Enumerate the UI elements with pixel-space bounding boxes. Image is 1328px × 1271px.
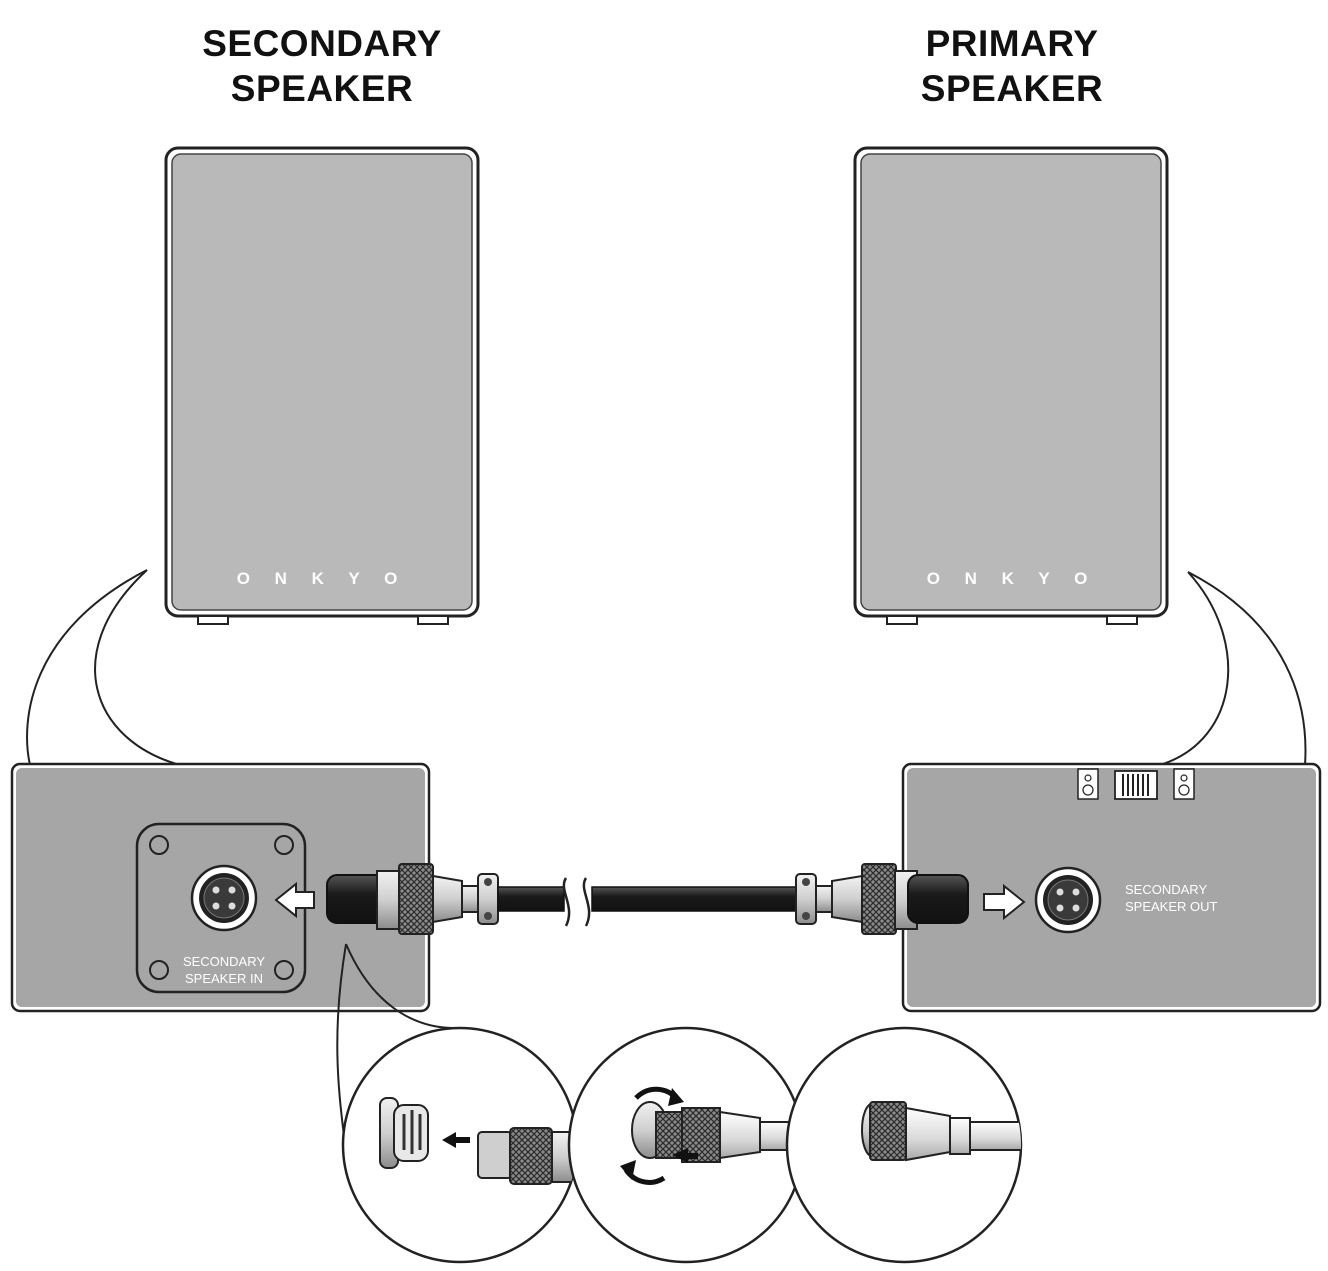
secondary-speaker-in-label-line2: SPEAKER IN: [185, 971, 263, 986]
callout-line-right: [1187, 571, 1307, 766]
detail-step-2: [567, 1026, 805, 1264]
speaker-cable: [326, 863, 969, 935]
detail-callout-line: [336, 943, 347, 1146]
secondary-speaker-out-label-line2: SPEAKER OUT: [1125, 899, 1218, 914]
secondary-speaker-heading: SECONDARY SPEAKER: [162, 21, 482, 111]
secondary-speaker-out-label-line1: SECONDARY: [1125, 882, 1207, 897]
callout-line-left-inner: [94, 569, 181, 766]
secondary-speaker-heading-line2: SPEAKER: [230, 68, 414, 109]
insert-arrow-icon-left: [274, 881, 315, 919]
callout-line-left: [26, 569, 148, 766]
rotate-arrows-icon: [620, 1086, 698, 1185]
insert-arrow-icon-right: [983, 883, 1026, 921]
secondary-speaker-heading-line1: SECONDARY: [202, 23, 442, 64]
detail-step-3: [785, 1026, 1023, 1264]
primary-speaker-logo: O N K Y O: [927, 569, 1098, 588]
secondary-speaker-out-connector-icon: [1034, 866, 1102, 934]
detail-callout-line-inner: [345, 943, 461, 1030]
insert-arrow-icon-detail: [442, 1132, 470, 1148]
primary-speaker: O N K Y O: [853, 146, 1169, 625]
secondary-speaker: O N K Y O: [164, 146, 480, 625]
secondary-speaker-in-label-line1: SECONDARY: [183, 954, 265, 969]
primary-speaker-heading: PRIMARY SPEAKER: [852, 21, 1172, 111]
detail-step-1: [341, 1026, 579, 1264]
secondary-speaker-back-panel: SECONDARY SPEAKER IN: [10, 762, 431, 1013]
primary-speaker-heading-line1: PRIMARY: [925, 23, 1099, 64]
secondary-speaker-in-connector-icon: [190, 864, 258, 932]
speaker-select-switch[interactable]: [1077, 768, 1195, 800]
secondary-speaker-logo: O N K Y O: [237, 569, 408, 588]
primary-speaker-back-panel: SECONDARY SPEAKER OUT: [901, 762, 1322, 1013]
callout-line-right-inner: [1159, 571, 1230, 766]
primary-speaker-heading-line2: SPEAKER: [920, 68, 1104, 109]
